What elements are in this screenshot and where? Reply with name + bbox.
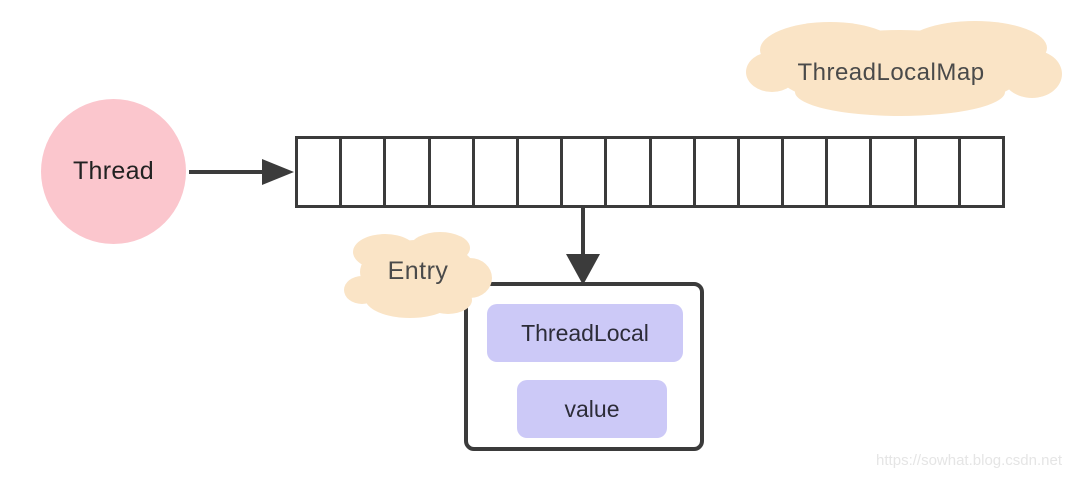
array-cell xyxy=(563,139,608,205)
arrow-thread-to-array xyxy=(189,159,294,185)
thread-node-label: Thread xyxy=(72,157,154,185)
watermark: https://sowhat.blog.csdn.net xyxy=(876,452,1062,469)
entry-box: ThreadLocal value xyxy=(464,282,704,451)
array-cell xyxy=(872,139,917,205)
array-cell xyxy=(916,139,961,205)
value-field-label: value xyxy=(564,395,620,422)
array-cell xyxy=(828,139,873,205)
array-cell xyxy=(298,139,343,205)
entry-cloud-label: Entry xyxy=(387,257,449,285)
array-cell xyxy=(651,139,696,205)
array-cell xyxy=(739,139,785,205)
array-cell xyxy=(960,139,1002,205)
array-cell xyxy=(386,139,431,205)
array-cell xyxy=(695,139,740,205)
array-cell xyxy=(784,139,829,205)
value-field: value xyxy=(517,380,667,438)
threadlocalmap-array xyxy=(295,136,1005,208)
array-cell xyxy=(518,139,564,205)
array-cell xyxy=(430,139,475,205)
array-cell xyxy=(342,139,387,205)
threadlocal-field-label: ThreadLocal xyxy=(521,319,649,346)
array-cell xyxy=(474,139,519,205)
threadlocal-field: ThreadLocal xyxy=(487,304,683,362)
threadlocalmap-cloud-label: ThreadLocalMap xyxy=(797,59,985,86)
array-cell xyxy=(607,139,652,205)
arrow-array-to-entry xyxy=(566,208,600,285)
thread-node: Thread xyxy=(41,99,186,244)
